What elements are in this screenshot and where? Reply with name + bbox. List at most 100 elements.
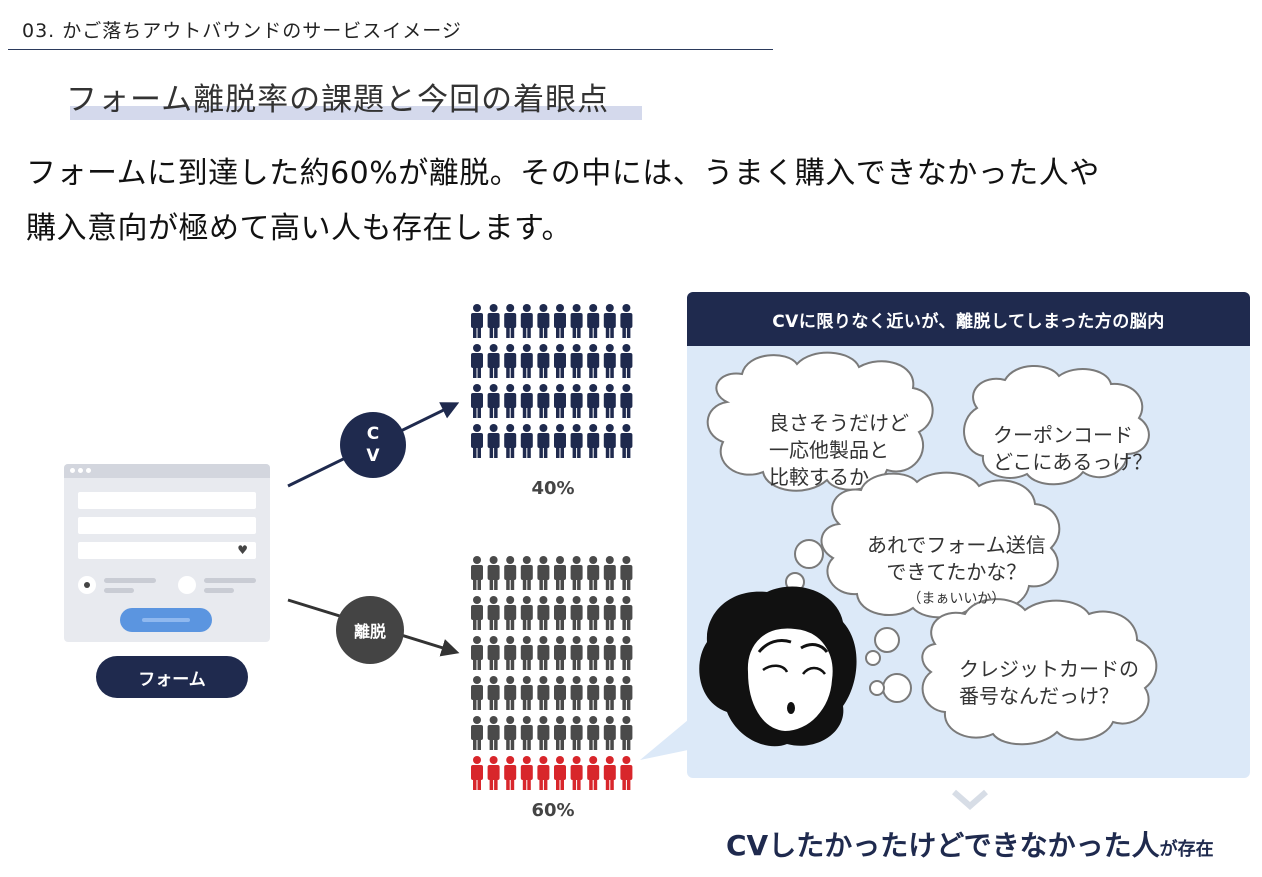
cv-badge-line-1: C bbox=[366, 424, 380, 444]
thought-2-line-2: どこにあるっけ？ bbox=[993, 450, 1153, 474]
person-icon bbox=[603, 596, 616, 630]
cv-percent: 40% bbox=[531, 478, 575, 499]
person-icon bbox=[471, 424, 483, 458]
person-icon bbox=[587, 716, 600, 750]
form-submit-illustration bbox=[120, 608, 212, 632]
person-icon bbox=[570, 344, 583, 378]
conclusion-main: CVしたかったけどできなかった人 bbox=[726, 829, 1160, 862]
thought-bubbles bbox=[687, 351, 1158, 768]
person-icon bbox=[570, 676, 583, 710]
person-icon bbox=[587, 636, 600, 670]
person-icon bbox=[487, 304, 500, 338]
radio-icon bbox=[78, 576, 96, 594]
person-icon bbox=[504, 756, 517, 790]
conclusion-suffix: が存在 bbox=[1159, 839, 1214, 860]
thought-3-line-1: あれでフォーム送信 bbox=[867, 533, 1046, 557]
person-icon bbox=[487, 716, 500, 750]
person-icon bbox=[570, 424, 583, 458]
person-icon bbox=[471, 384, 483, 418]
thought-2-line-1: クーポンコード bbox=[993, 423, 1133, 447]
person-icon bbox=[537, 636, 550, 670]
section-header: 03. かご落ちアウトバウンドのサービスイメージ bbox=[22, 20, 462, 42]
person-icon bbox=[471, 636, 483, 670]
subtitle: フォーム離脱率の課題と今回の着眼点 bbox=[66, 82, 610, 118]
thought-panel-title: CVに限りなく近いが、離脱してしまった方の脳内 bbox=[687, 292, 1250, 346]
person-icon bbox=[587, 676, 600, 710]
person-icon bbox=[587, 424, 600, 458]
person-icon bbox=[554, 676, 566, 710]
person-icon bbox=[603, 636, 616, 670]
person-icon bbox=[537, 676, 550, 710]
person-icon bbox=[570, 756, 583, 790]
subtitle-block: フォーム離脱率の課題と今回の着眼点 bbox=[66, 74, 642, 120]
person-icon bbox=[504, 636, 517, 670]
person-icon bbox=[504, 424, 517, 458]
form-field bbox=[78, 492, 256, 509]
person-icon bbox=[554, 756, 566, 790]
person-icon bbox=[504, 716, 517, 750]
person-icon bbox=[554, 304, 566, 338]
person-icon bbox=[603, 556, 616, 590]
lead-line-1: フォームに到達した約60%が離脱。その中には、うまく購入できなかった人や bbox=[26, 156, 1100, 191]
panel-pointer bbox=[640, 720, 688, 760]
thought-bubble-4 bbox=[921, 598, 1158, 746]
radio-icon bbox=[178, 576, 196, 594]
person-icon bbox=[603, 304, 616, 338]
person-icon bbox=[603, 344, 616, 378]
leave-badge: 離脱 bbox=[336, 596, 404, 664]
person-icon bbox=[587, 596, 600, 630]
person-icon bbox=[603, 676, 616, 710]
thought-4-line-1: クレジットカードの bbox=[959, 657, 1139, 681]
person-icon bbox=[471, 756, 483, 790]
heart-icon: ♥ bbox=[237, 543, 248, 557]
person-icon bbox=[504, 384, 517, 418]
person-icon bbox=[471, 716, 483, 750]
cv-badge-line-2: V bbox=[366, 446, 380, 466]
thought-bubble-3 bbox=[820, 471, 1061, 619]
person-icon bbox=[554, 344, 566, 378]
person-icon bbox=[570, 636, 583, 670]
form-field: ♥ bbox=[78, 542, 256, 559]
person-icon bbox=[520, 596, 533, 630]
person-icon bbox=[487, 344, 500, 378]
person-icon bbox=[471, 304, 483, 338]
thought-1-line-2: 一応他製品と bbox=[769, 438, 889, 462]
person-icon bbox=[620, 676, 633, 710]
person-icon bbox=[537, 424, 550, 458]
person-icon bbox=[487, 756, 500, 790]
thought-1-line-1: 良さそうだけど bbox=[769, 411, 909, 435]
worried-face-illustration bbox=[687, 586, 857, 747]
person-icon bbox=[620, 344, 633, 378]
person-icon bbox=[487, 596, 500, 630]
person-icon bbox=[570, 556, 583, 590]
lead-text: フォームに到達した約60%が離脱。その中には、うまく購入できなかった人や 購入意… bbox=[26, 146, 1100, 256]
conclusion-text: CVしたかったけどできなかった人が存在 bbox=[726, 824, 1214, 864]
form-illustration: ♥ bbox=[64, 464, 270, 642]
form-label: フォーム bbox=[96, 656, 248, 698]
person-icon bbox=[471, 344, 483, 378]
person-icon bbox=[620, 636, 633, 670]
person-icon bbox=[471, 676, 483, 710]
person-icon bbox=[487, 556, 500, 590]
thought-1-line-3: 比較するか bbox=[769, 465, 869, 489]
person-icon bbox=[487, 384, 500, 418]
person-icon bbox=[587, 756, 600, 790]
person-icon bbox=[554, 716, 566, 750]
person-icon bbox=[520, 304, 533, 338]
person-icon bbox=[570, 304, 583, 338]
person-icon bbox=[570, 384, 583, 418]
person-icon bbox=[520, 636, 533, 670]
person-icon bbox=[520, 716, 533, 750]
person-icon bbox=[504, 676, 517, 710]
person-icon bbox=[587, 556, 600, 590]
subtitle-underline bbox=[70, 106, 642, 120]
form-window-bar bbox=[64, 464, 270, 478]
person-icon bbox=[520, 344, 533, 378]
person-icon bbox=[504, 304, 517, 338]
leave-percent: 60% bbox=[531, 800, 575, 821]
person-icon bbox=[537, 596, 550, 630]
thought-3-line-2: できてたかな？ bbox=[886, 560, 1027, 584]
lead-line-2: 購入意向が極めて高い人も存在します。 bbox=[26, 211, 572, 246]
person-icon bbox=[504, 556, 517, 590]
person-icon bbox=[554, 556, 566, 590]
